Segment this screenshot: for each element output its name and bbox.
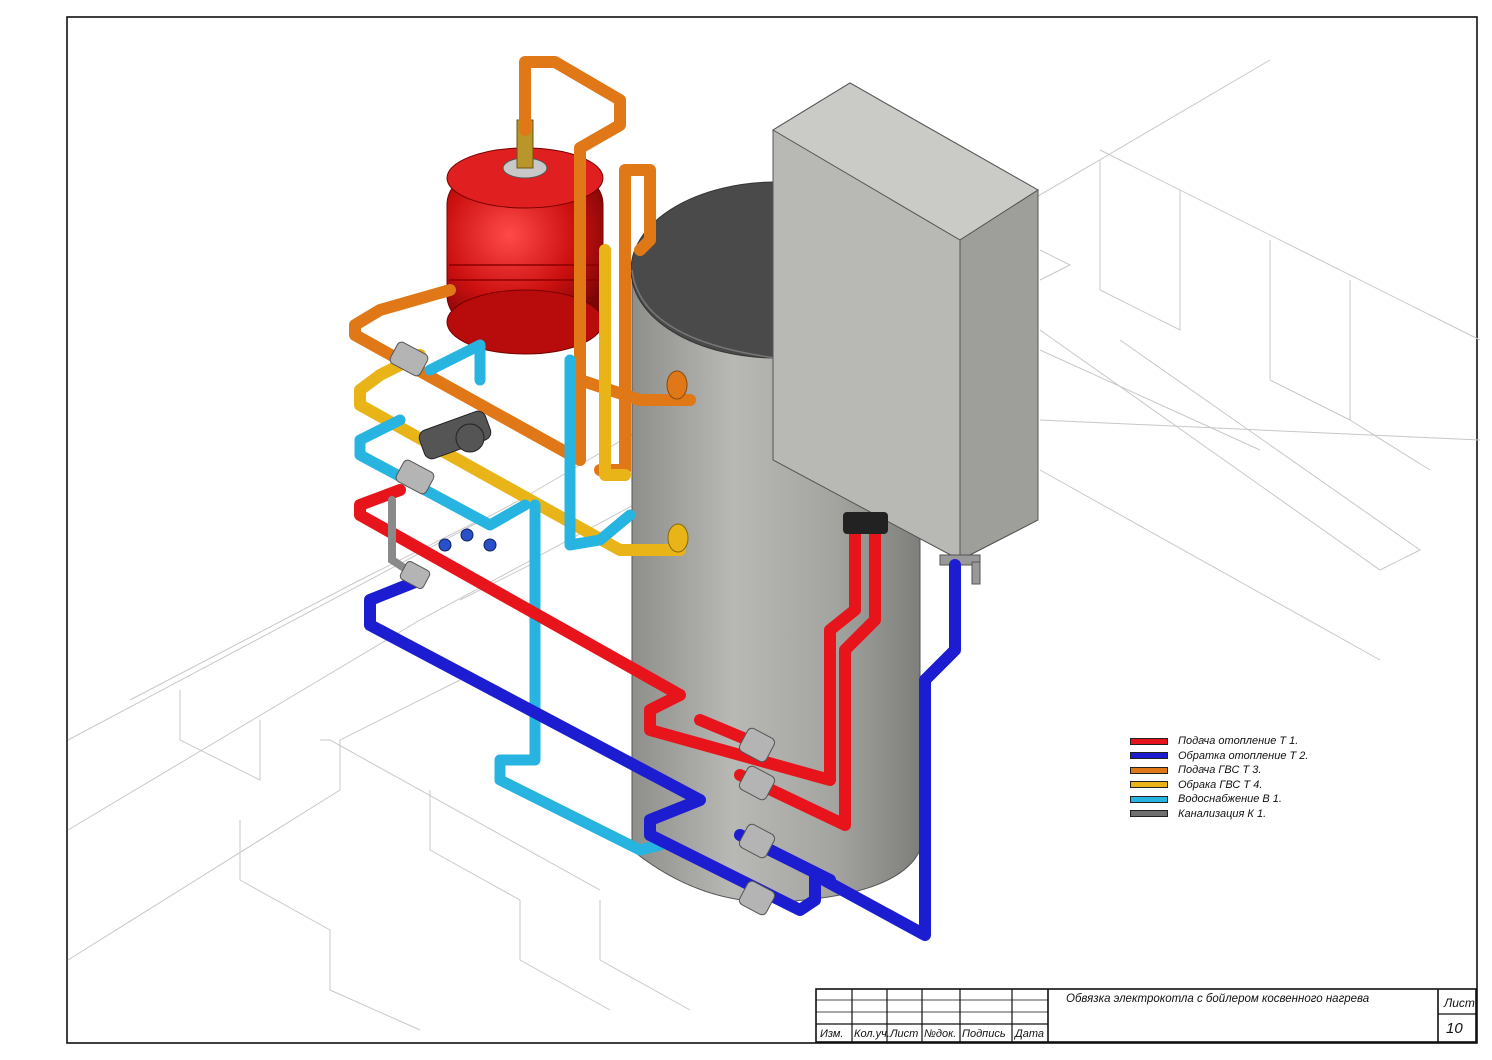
dhw-supply-outlet [666, 370, 688, 400]
legend-label: Канализация К 1. [1178, 807, 1267, 820]
legend-item-supply-dhw: Подача ГВС Т 3. [1130, 763, 1330, 778]
column-quantity: Кол.уч. [854, 1028, 890, 1040]
legend-item-supply-heating: Подача отопление Т 1. [1130, 734, 1330, 749]
legend-swatch [1130, 795, 1168, 803]
column-signature: Подпись [962, 1028, 1006, 1040]
drawing-frame [66, 16, 1478, 1044]
legend-item-return-heating: Обратка отопление Т 2. [1130, 749, 1330, 764]
column-sheet: Лист [890, 1028, 919, 1040]
legend-swatch [1130, 810, 1168, 818]
sheet-number: 10 [1446, 1020, 1463, 1037]
legend-swatch [1130, 781, 1168, 789]
electric-boiler [772, 82, 1039, 585]
legend-swatch [1130, 766, 1168, 774]
legend-label: Обратка отопление Т 2. [1178, 749, 1309, 762]
legend-label: Водоснабжение В 1. [1178, 793, 1282, 806]
safety-group [438, 528, 497, 552]
pipe-dhw-return [354, 244, 686, 556]
legend-item-return-dhw: Обрака ГВС Т 4. [1130, 778, 1330, 793]
legend-item-water: Водоснабжение В 1. [1130, 792, 1330, 807]
pipe-legend: Подача отопление Т 1. Обратка отопление … [1130, 734, 1330, 821]
title-block [815, 988, 1477, 1043]
boiler-connections [843, 512, 888, 534]
legend-item-sewer: Канализация К 1. [1130, 807, 1330, 822]
legend-label: Подача отопление Т 1. [1178, 735, 1299, 748]
column-date: Дата [1015, 1028, 1045, 1040]
legend-swatch [1130, 752, 1168, 760]
dhw-return-outlet [667, 523, 689, 553]
circulation-pump [418, 410, 492, 460]
legend-label: Подача ГВС Т 3. [1178, 764, 1262, 777]
fittings [389, 341, 776, 916]
sheet-label: Лист [1444, 996, 1475, 1010]
document-title: Обвязка электрокотла с бойлером косвенно… [1066, 993, 1370, 1005]
legend-swatch [1130, 737, 1168, 745]
legend-label: Обрака ГВС Т 4. [1178, 778, 1263, 791]
column-change: Изм. [820, 1028, 844, 1040]
column-doc-number: №док. [924, 1028, 957, 1040]
expansion-vessel [446, 119, 604, 355]
